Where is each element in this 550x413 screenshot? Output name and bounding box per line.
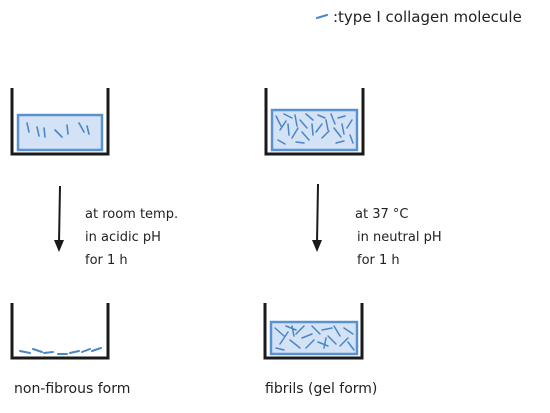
- legend-molecule-symbol: [315, 13, 329, 20]
- result-label-fibrils: fibrils (gel form): [265, 381, 377, 397]
- legend-text: :type I collagen molecule: [333, 8, 522, 26]
- beaker-outline: [264, 88, 365, 156]
- dispersed-molecules: [26, 122, 90, 138]
- beaker-outline: [10, 303, 110, 360]
- arrow-right: [312, 183, 322, 252]
- right-conditions: at 37 °C in neutral pH for 1 h: [355, 207, 442, 268]
- left-conditions: at room temp. in acidic pH for 1 h: [85, 207, 178, 268]
- beaker-outline: [263, 303, 364, 360]
- beaker-initial-neutral: [264, 88, 365, 156]
- result-label-non-fibrous: non-fibrous form: [14, 381, 130, 397]
- right-condition-time: for 1 h: [357, 253, 400, 268]
- beaker-initial-acidic: [10, 88, 110, 156]
- precipitated-molecules: [19, 347, 102, 355]
- dense-molecules: [275, 113, 354, 145]
- arrow-left: [54, 185, 64, 252]
- fibril-network: [274, 325, 355, 351]
- beaker-non-fibrous: [10, 303, 110, 360]
- right-condition-ph: in neutral pH: [357, 230, 442, 245]
- left-condition-temp: at room temp.: [85, 207, 178, 222]
- left-condition-ph: in acidic pH: [85, 230, 161, 245]
- right-condition-temp: at 37 °C: [355, 207, 408, 222]
- left-condition-time: for 1 h: [85, 253, 128, 268]
- beaker-outline: [10, 88, 110, 156]
- beaker-fibrils-gel: [263, 303, 364, 360]
